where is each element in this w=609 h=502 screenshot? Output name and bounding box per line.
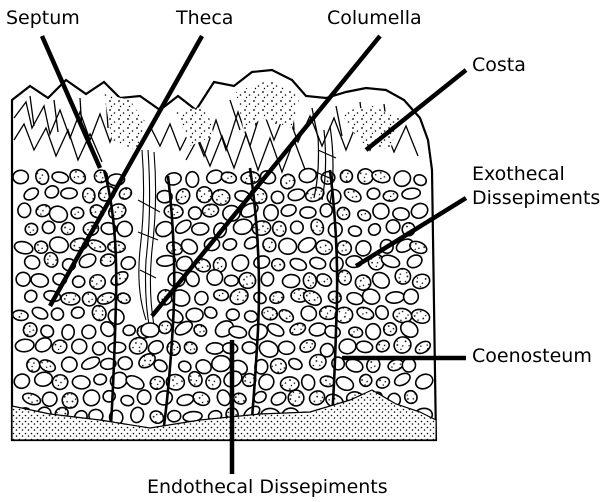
- dissepiment-cell: [92, 341, 106, 356]
- label-exothecal-dissepiments: Exothecal Dissepiments: [472, 162, 600, 210]
- dissepiment-cell: [197, 187, 212, 203]
- dissepiment-cell: [167, 341, 181, 356]
- dissepiment-cell: [206, 343, 224, 355]
- dissepiment-cell: [13, 170, 29, 184]
- dissepiment-cell: [116, 221, 133, 238]
- dissepiment-cell: [71, 207, 85, 219]
- dissepiment-cell: [242, 341, 258, 354]
- dissepiment-cell: [290, 221, 303, 234]
- dissepiment-cell: [164, 204, 184, 219]
- dissepiment-cell: [206, 269, 223, 286]
- label-theca: Theca: [176, 6, 233, 30]
- dissepiment-cell: [383, 191, 398, 202]
- dissepiment-cell: [186, 308, 203, 322]
- dissepiment-cell: [224, 275, 238, 286]
- label-exothecal-line1: Exothecal: [472, 162, 600, 186]
- dissepiment-cell: [278, 341, 294, 354]
- dissepiment-cell: [137, 390, 151, 405]
- dissepiment-cell: [108, 342, 126, 354]
- dissepiment-cell: [280, 377, 299, 391]
- dissepiment-cell: [18, 203, 32, 218]
- dissepiment-cell: [34, 241, 48, 254]
- label-columella: Columella: [327, 6, 422, 30]
- dissepiment-cell: [167, 410, 181, 422]
- label-costa: Costa: [472, 53, 526, 77]
- dissepiment-cell: [365, 323, 381, 340]
- dissepiment-cell: [282, 274, 300, 288]
- dissepiment-cell: [226, 309, 239, 320]
- dissepiment-cell: [300, 207, 316, 218]
- dissepiment-cell: [25, 223, 38, 235]
- label-coenosteum: Coenosteum: [472, 344, 592, 368]
- dissepiment-cell: [61, 188, 78, 199]
- dissepiment-cell: [188, 207, 201, 220]
- dissepiment-cell: [213, 289, 229, 301]
- label-septum: Septum: [6, 6, 80, 30]
- dissepiment-cell: [367, 187, 381, 199]
- dissepiment-cell: [263, 204, 278, 221]
- dissepiment-cell: [186, 171, 199, 187]
- dissepiment-cell: [191, 222, 209, 235]
- dissepiment-cell: [61, 292, 80, 305]
- dissepiment-cell: [90, 274, 106, 289]
- label-exothecal-line2: Dissepiments: [472, 186, 600, 210]
- dissepiment-cell: [383, 322, 397, 336]
- dissepiment-cell: [72, 276, 85, 288]
- label-endothecal-dissepiments: Endothecal Dissepiments: [147, 475, 388, 499]
